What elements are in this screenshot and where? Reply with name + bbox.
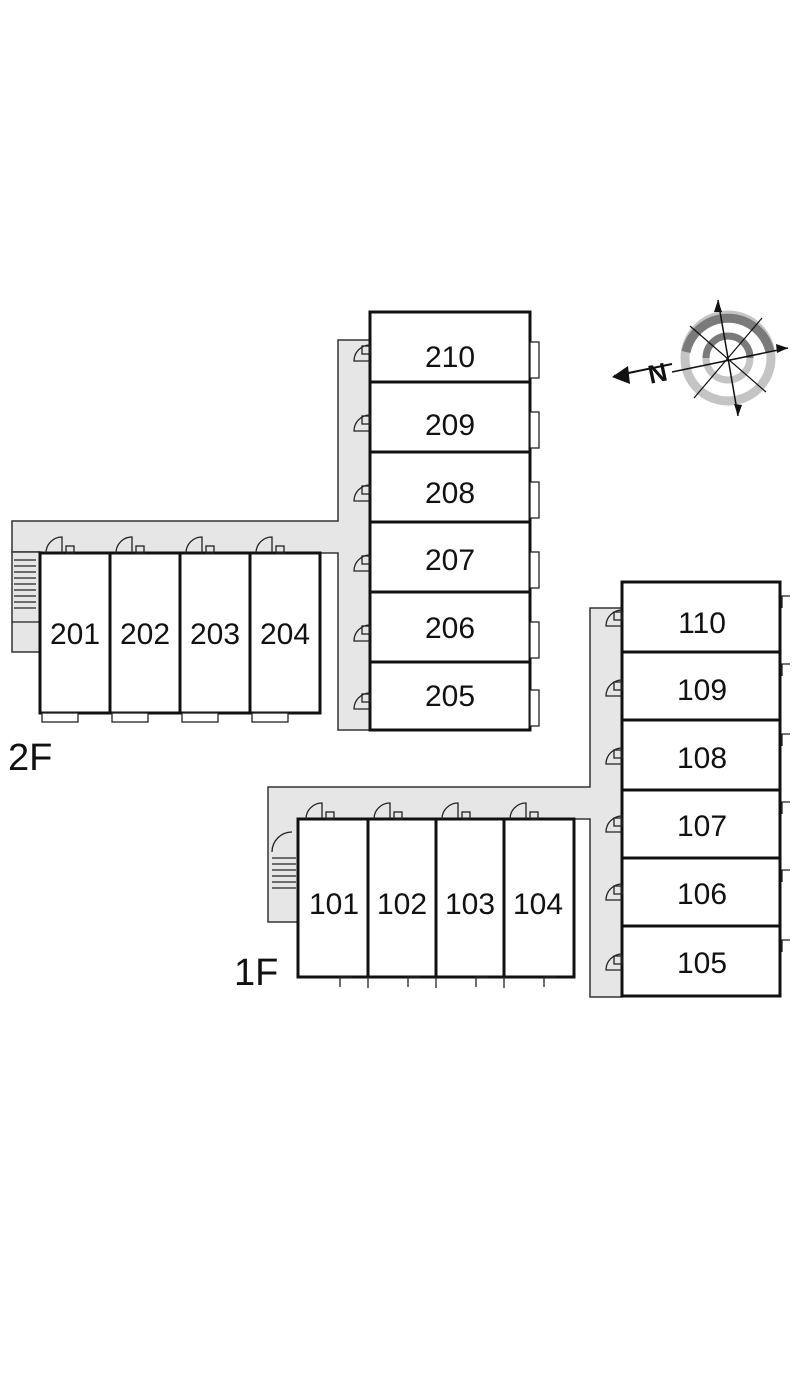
- doors-left-2f: [45, 536, 285, 554]
- unit-207[interactable]: [368, 520, 532, 594]
- stairs-1f: [271, 831, 296, 889]
- unit-label-207: 207: [425, 544, 475, 577]
- doors-right-2f: [353, 344, 371, 710]
- unit-label-208: 208: [425, 477, 475, 510]
- unit-104[interactable]: [502, 817, 576, 979]
- unit-201[interactable]: [38, 551, 112, 715]
- corridor-1f: [267, 607, 623, 998]
- unit-205[interactable]: [368, 660, 532, 732]
- unit-label-205: 205: [425, 680, 475, 713]
- unit-102[interactable]: [366, 817, 438, 979]
- unit-label-109: 109: [677, 674, 727, 707]
- north-label: N: [645, 356, 670, 389]
- unit-label-105: 105: [677, 947, 727, 980]
- unit-label-104: 104: [513, 888, 563, 921]
- doors-right-1f: [605, 609, 623, 971]
- unit-108[interactable]: [620, 718, 782, 792]
- unit-label-204: 204: [260, 618, 310, 651]
- balconies-left-2f: [41, 712, 289, 723]
- unit-label-203: 203: [190, 618, 240, 651]
- unit-105[interactable]: [620, 924, 782, 998]
- stairs-2f: [12, 559, 40, 623]
- unit-label-103: 103: [445, 888, 495, 921]
- floor-2f: 201 202 203 204 205 206 207 208 209 210 …: [8, 310, 540, 779]
- unit-label-102: 102: [377, 888, 427, 921]
- rear-doors-1f: [339, 976, 556, 988]
- floor-label-2f: 2F: [8, 737, 52, 779]
- unit-204[interactable]: [248, 551, 322, 715]
- unit-203[interactable]: [178, 551, 252, 715]
- unit-label-209: 209: [425, 409, 475, 442]
- unit-206[interactable]: [368, 590, 532, 664]
- unit-label-206: 206: [425, 612, 475, 645]
- floor-label-1f: 1F: [234, 952, 278, 994]
- unit-label-210: 210: [425, 341, 475, 374]
- unit-label-108: 108: [677, 742, 727, 775]
- unit-label-110: 110: [678, 607, 726, 640]
- rear-doors-right-1f: [781, 595, 790, 952]
- balconies-right-2f: [529, 341, 540, 727]
- compass-rose-icon: N: [612, 299, 789, 417]
- floor-1f: 101 102 103 104 105 106 107 108 109 110 …: [234, 580, 790, 998]
- unit-label-101: 101: [309, 888, 359, 921]
- unit-label-106: 106: [677, 878, 727, 911]
- unit-label-202: 202: [120, 618, 170, 651]
- unit-label-107: 107: [677, 810, 727, 843]
- doors-left-1f: [305, 802, 539, 820]
- unit-label-201: 201: [50, 618, 100, 651]
